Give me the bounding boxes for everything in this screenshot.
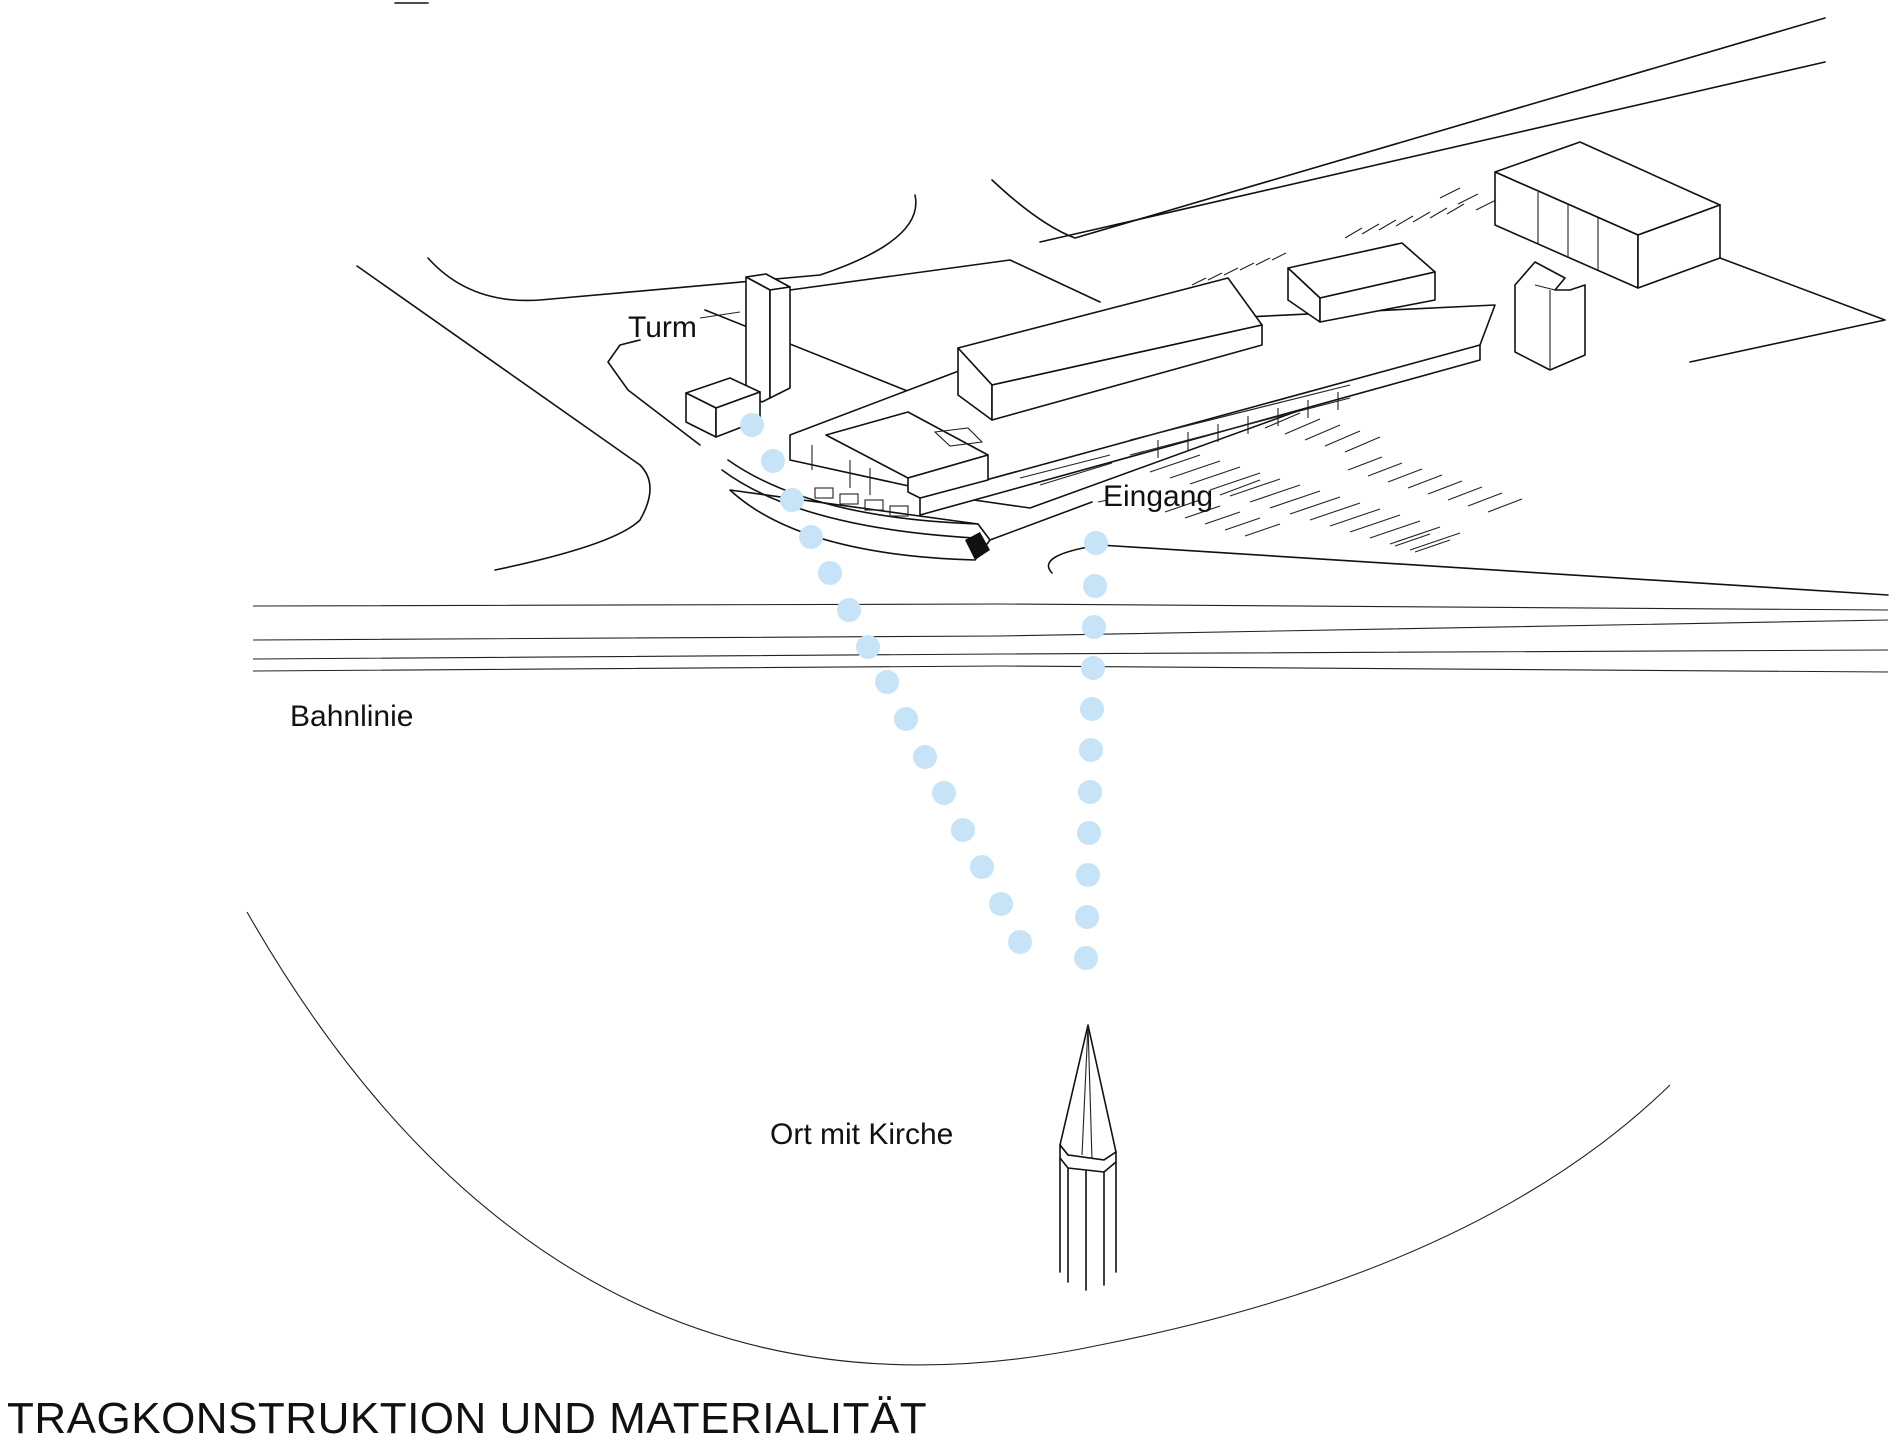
village-label: Ort mit Kirche [770, 1118, 953, 1151]
sightline-entrance [1074, 531, 1108, 970]
terrace-wall-outer [727, 459, 979, 525]
tower-label: Turm [628, 311, 697, 344]
church-spire [1059, 1024, 1117, 1291]
railway-label: Bahnlinie [290, 700, 413, 733]
parking-boundary [1689, 257, 1886, 363]
parking-stripes-south [1149, 412, 1523, 553]
terrace-wall-inner [721, 469, 976, 539]
entrance-leader [1097, 499, 1109, 503]
terrace-wall-end [729, 489, 991, 561]
entrance-leader-right [1219, 479, 1261, 496]
entrance-road-1 [989, 501, 1093, 541]
left-road-edge [356, 265, 651, 571]
parking-stripes-north [1191, 187, 1497, 286]
entrance-label: Eingang [1103, 480, 1213, 513]
tower-path [607, 339, 701, 446]
north-building [1494, 141, 1721, 289]
upper-road-edge-2 [1039, 61, 1826, 243]
left-road-curve [427, 194, 917, 302]
entrance-road-2 [1047, 544, 1889, 596]
sightline-tower [740, 413, 1032, 954]
tower-leader [699, 311, 741, 319]
upper-road-edge-1 [991, 17, 1826, 239]
section-heading: TRAGKONSTRUKTION UND MATERIALITÄT [7, 1394, 927, 1443]
railway-lines [252, 603, 1889, 673]
small-house [1514, 261, 1586, 371]
entrance-stair [965, 532, 990, 560]
view-arc [246, 911, 1671, 1366]
tower-building [685, 273, 791, 438]
outdoor-seating [814, 487, 909, 517]
plot-boundary-north [789, 259, 1101, 303]
main-building [789, 242, 1496, 516]
